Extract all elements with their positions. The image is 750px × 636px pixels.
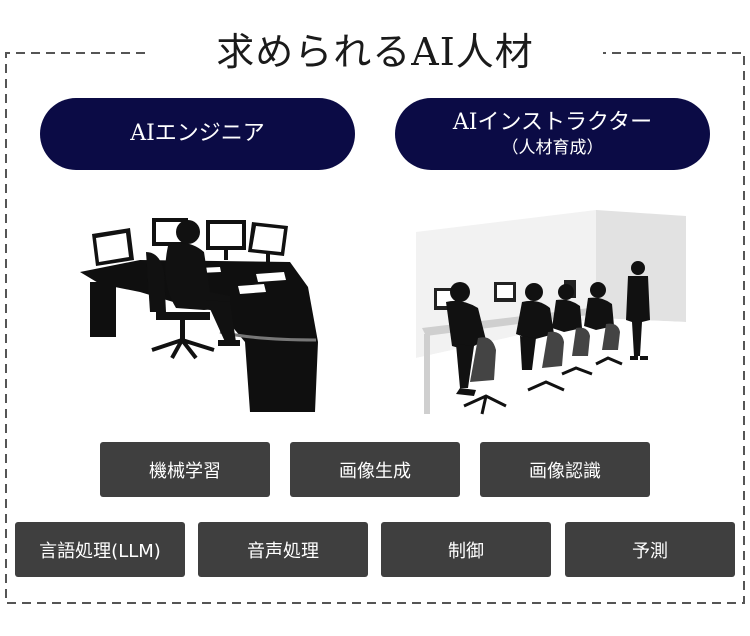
role-ai-instructor: AIインストラクター （人材育成） bbox=[395, 98, 710, 170]
dashed-frame bbox=[5, 52, 745, 604]
skill-language-processing: 言語処理(LLM) bbox=[15, 522, 185, 577]
skill-image-generation: 画像生成 bbox=[290, 442, 460, 497]
skill-machine-learning: 機械学習 bbox=[100, 442, 270, 497]
role-ai-engineer-label: AIエンジニア bbox=[130, 121, 265, 146]
role-ai-engineer: AIエンジニア bbox=[40, 98, 355, 170]
skill-image-recognition: 画像認識 bbox=[480, 442, 650, 497]
role-ai-instructor-label: AIインストラクター bbox=[452, 110, 653, 135]
role-ai-instructor-sub: （人材育成） bbox=[501, 138, 604, 158]
classroom-illustration bbox=[416, 210, 691, 420]
engineer-workstation-illustration bbox=[80, 218, 318, 412]
page-title: 求められるAI人材 bbox=[216, 30, 534, 74]
skill-control: 制御 bbox=[381, 522, 551, 577]
skill-prediction: 予測 bbox=[565, 522, 735, 577]
skill-speech-processing: 音声処理 bbox=[198, 522, 368, 577]
